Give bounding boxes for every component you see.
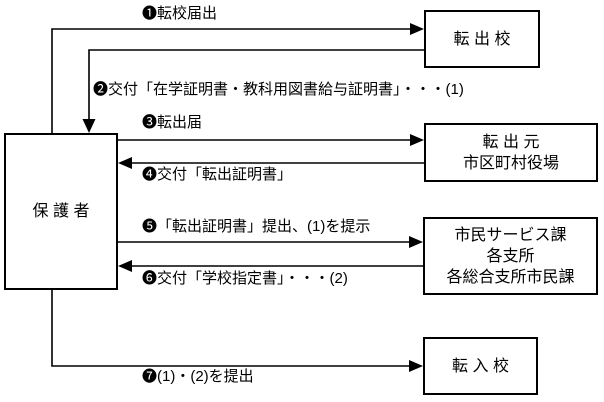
- box-source-municipal-office-line2: 市区町村役場: [462, 154, 559, 172]
- arrow-label-step1: ❶転校届出: [142, 5, 218, 22]
- arrow-step5: [118, 236, 423, 248]
- arrowhead-down-icon: [82, 119, 96, 133]
- box-guardian-label: 保 護 者: [32, 203, 90, 220]
- arrow-step4: [118, 157, 424, 169]
- box-transfer-out-school: 転 出 校: [424, 10, 540, 68]
- arrow-label-step4: ❹交付「転出証明書」: [142, 166, 293, 183]
- arrowhead-right-icon: [410, 23, 424, 35]
- arrow-label-step5: ❺「転出証明書」提出、(1)を提示: [142, 218, 371, 235]
- box-citizen-service-line3: 各総合支所市民課: [446, 268, 575, 286]
- arrow-step1: [51, 23, 424, 133]
- box-transfer-in-school-label: 転 入 校: [452, 357, 509, 375]
- box-citizen-service-line1: 市民サービス課: [454, 226, 567, 244]
- arrow-label-step7: ❼(1)・(2)を提出: [142, 368, 254, 385]
- arrowhead-right-icon: [410, 134, 424, 146]
- box-citizen-service-line2: 各支所: [486, 247, 535, 265]
- arrow-step3: [118, 134, 424, 146]
- arrowhead-left-icon: [118, 260, 132, 272]
- box-transfer-out-school-label: 転 出 校: [453, 30, 511, 48]
- box-citizen-service-division: 市民サービス課 各支所 各総合支所市民課: [423, 217, 598, 295]
- arrow-step6: [118, 260, 423, 272]
- arrowhead-left-icon: [118, 157, 132, 169]
- arrow-step2: [82, 49, 424, 133]
- box-source-municipal-office-line1: 転 出 元: [482, 133, 540, 151]
- arrow-label-step3: ❸転出届: [142, 114, 203, 131]
- arrow-step7: [51, 290, 423, 372]
- arrowhead-right-icon: [409, 360, 423, 372]
- arrow-label-step2: ❷交付「在学証明書・教科用図書給与証明書」・・・(1): [93, 81, 464, 98]
- box-guardian: 保 護 者: [4, 133, 118, 290]
- arrow-label-step6: ❻交付「学校指定書」・・・(2): [142, 270, 348, 287]
- box-transfer-in-school: 転 入 校: [423, 337, 538, 395]
- box-source-municipal-office: 転 出 元 市区町村役場: [424, 123, 598, 182]
- arrowhead-right-icon: [409, 236, 423, 248]
